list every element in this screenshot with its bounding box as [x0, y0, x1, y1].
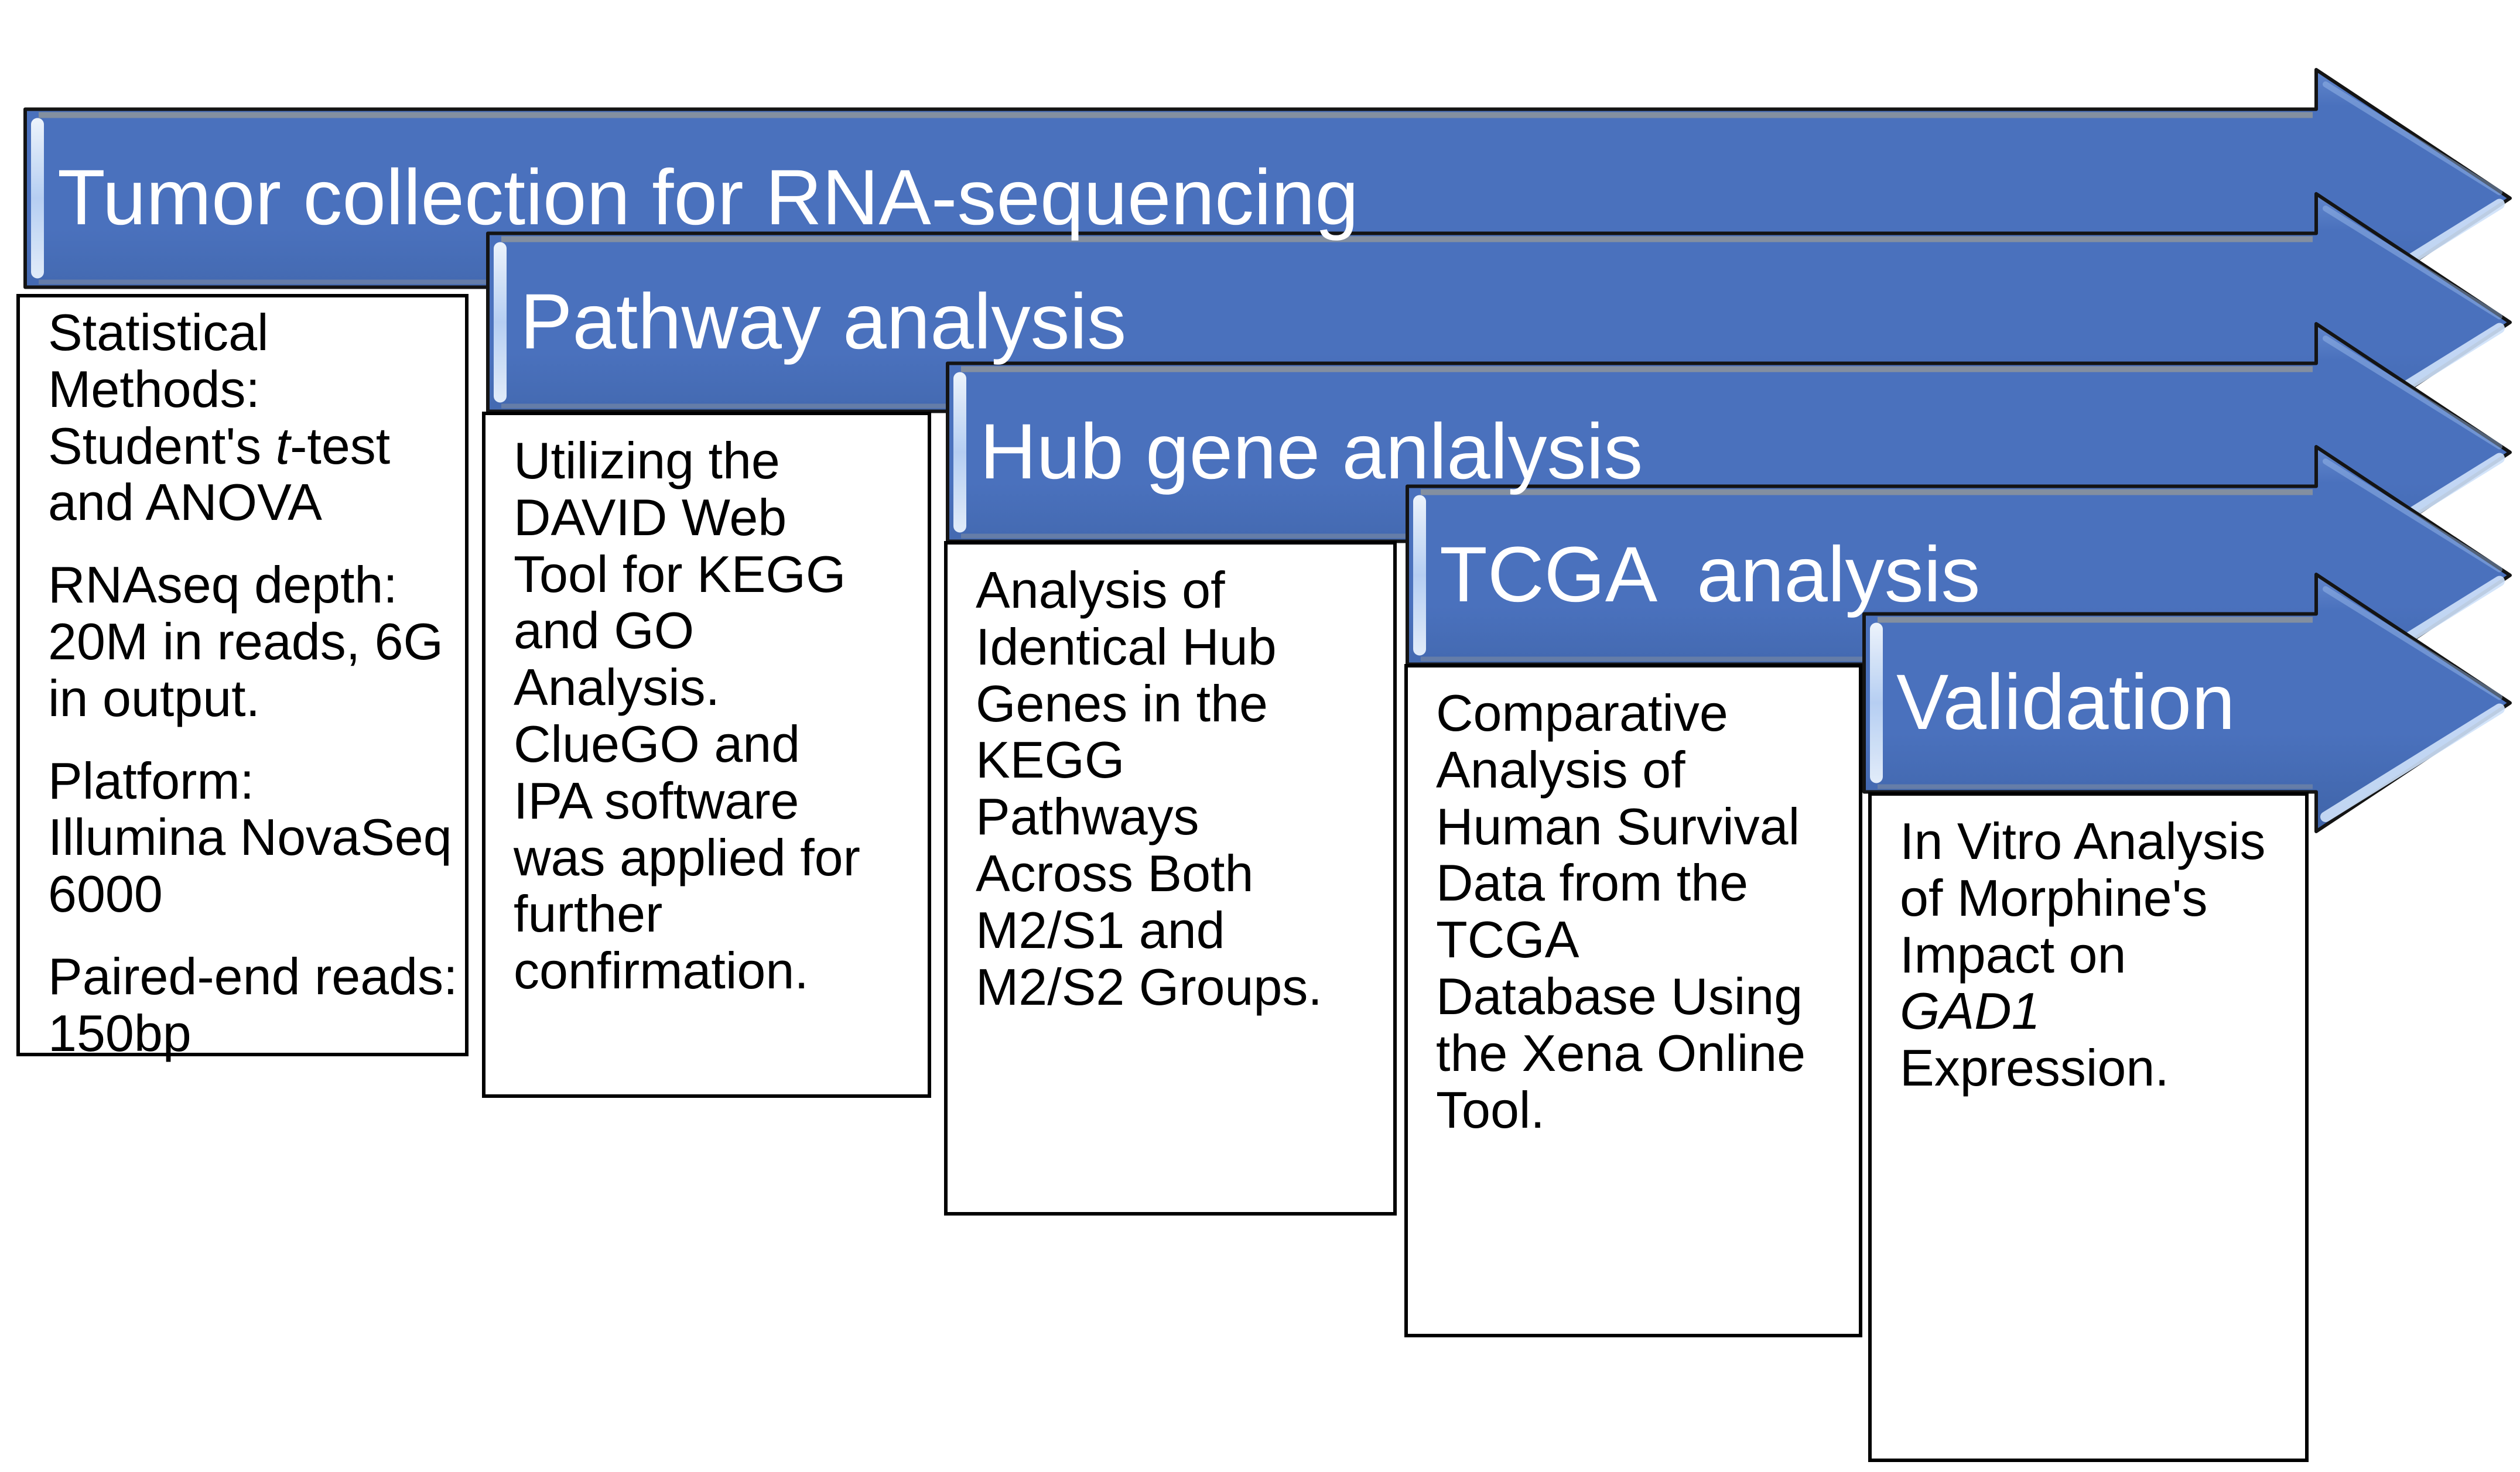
- detail-paragraph: Utilizing the DAVID Web Tool for KEGG an…: [514, 432, 875, 1000]
- banner-label-tumor-collection: Tumor collection for RNA-sequencing: [57, 154, 1359, 241]
- detail-box-tumor-collection: Statistical Methods: Student's t-test an…: [16, 294, 469, 1062]
- detail-box-pathway-analysis: Utilizing the DAVID Web Tool for KEGG an…: [482, 412, 931, 1098]
- italic-text-segment: GAD1: [1900, 982, 2040, 1040]
- banner-label-tcga-analysis: TCGA analysis: [1439, 531, 1981, 618]
- detail-text-segment: -test and ANOVA: [48, 416, 405, 532]
- detail-paragraph: Platform: Illumina NovaSeq 6000: [48, 751, 452, 923]
- arrow-head-upper-bevel: [2323, 205, 2502, 319]
- detail-text-segment: Statistical Methods: Student's: [48, 303, 283, 475]
- arrow-head-upper-bevel: [2323, 586, 2502, 700]
- arrow-head-upper-bevel: [2323, 458, 2502, 572]
- detail-paragraph: RNAseq depth: 20M in reads, 6G in output…: [48, 556, 458, 727]
- detail-box-validation: In Vitro Analysis of Morphine's Impact o…: [1868, 792, 2309, 1462]
- detail-paragraph: In Vitro Analysis of Morphine's Impact o…: [1900, 813, 2275, 1097]
- process-arrow-5: [1862, 572, 2512, 833]
- detail-box-tcga-analysis: Comparative Analysis of Human Survival D…: [1404, 664, 1862, 1337]
- detail-paragraph: Statistical Methods: Student's t-test an…: [48, 304, 461, 531]
- detail-paragraph: Analysis of Identical Hub Genes in the K…: [976, 561, 1322, 1016]
- detail-paragraph: Comparative Analysis of Human Survival D…: [1436, 684, 1819, 1139]
- banner-label-validation: Validation: [1896, 659, 2235, 746]
- arrow-head-lower-bevel: [2320, 703, 2505, 822]
- italic-text-segment: t: [275, 416, 290, 475]
- arrow-head-upper-bevel: [2323, 335, 2502, 449]
- detail-paragraph: Paired-end reads: 150bp: [48, 947, 472, 1062]
- arrow-head-upper-bevel: [2323, 81, 2502, 195]
- banner-label-hub-gene-analysis: Hub gene anlalysis: [980, 408, 1643, 495]
- detail-text-segment: Expression.: [1900, 982, 2169, 1097]
- detail-text-segment: In Vitro Analysis of Morphine's Impact o…: [1900, 812, 2280, 984]
- banner-label-pathway-analysis: Pathway analysis: [520, 278, 1127, 365]
- detail-box-hub-gene-analysis: Analysis of Identical Hub Genes in the K…: [944, 541, 1397, 1216]
